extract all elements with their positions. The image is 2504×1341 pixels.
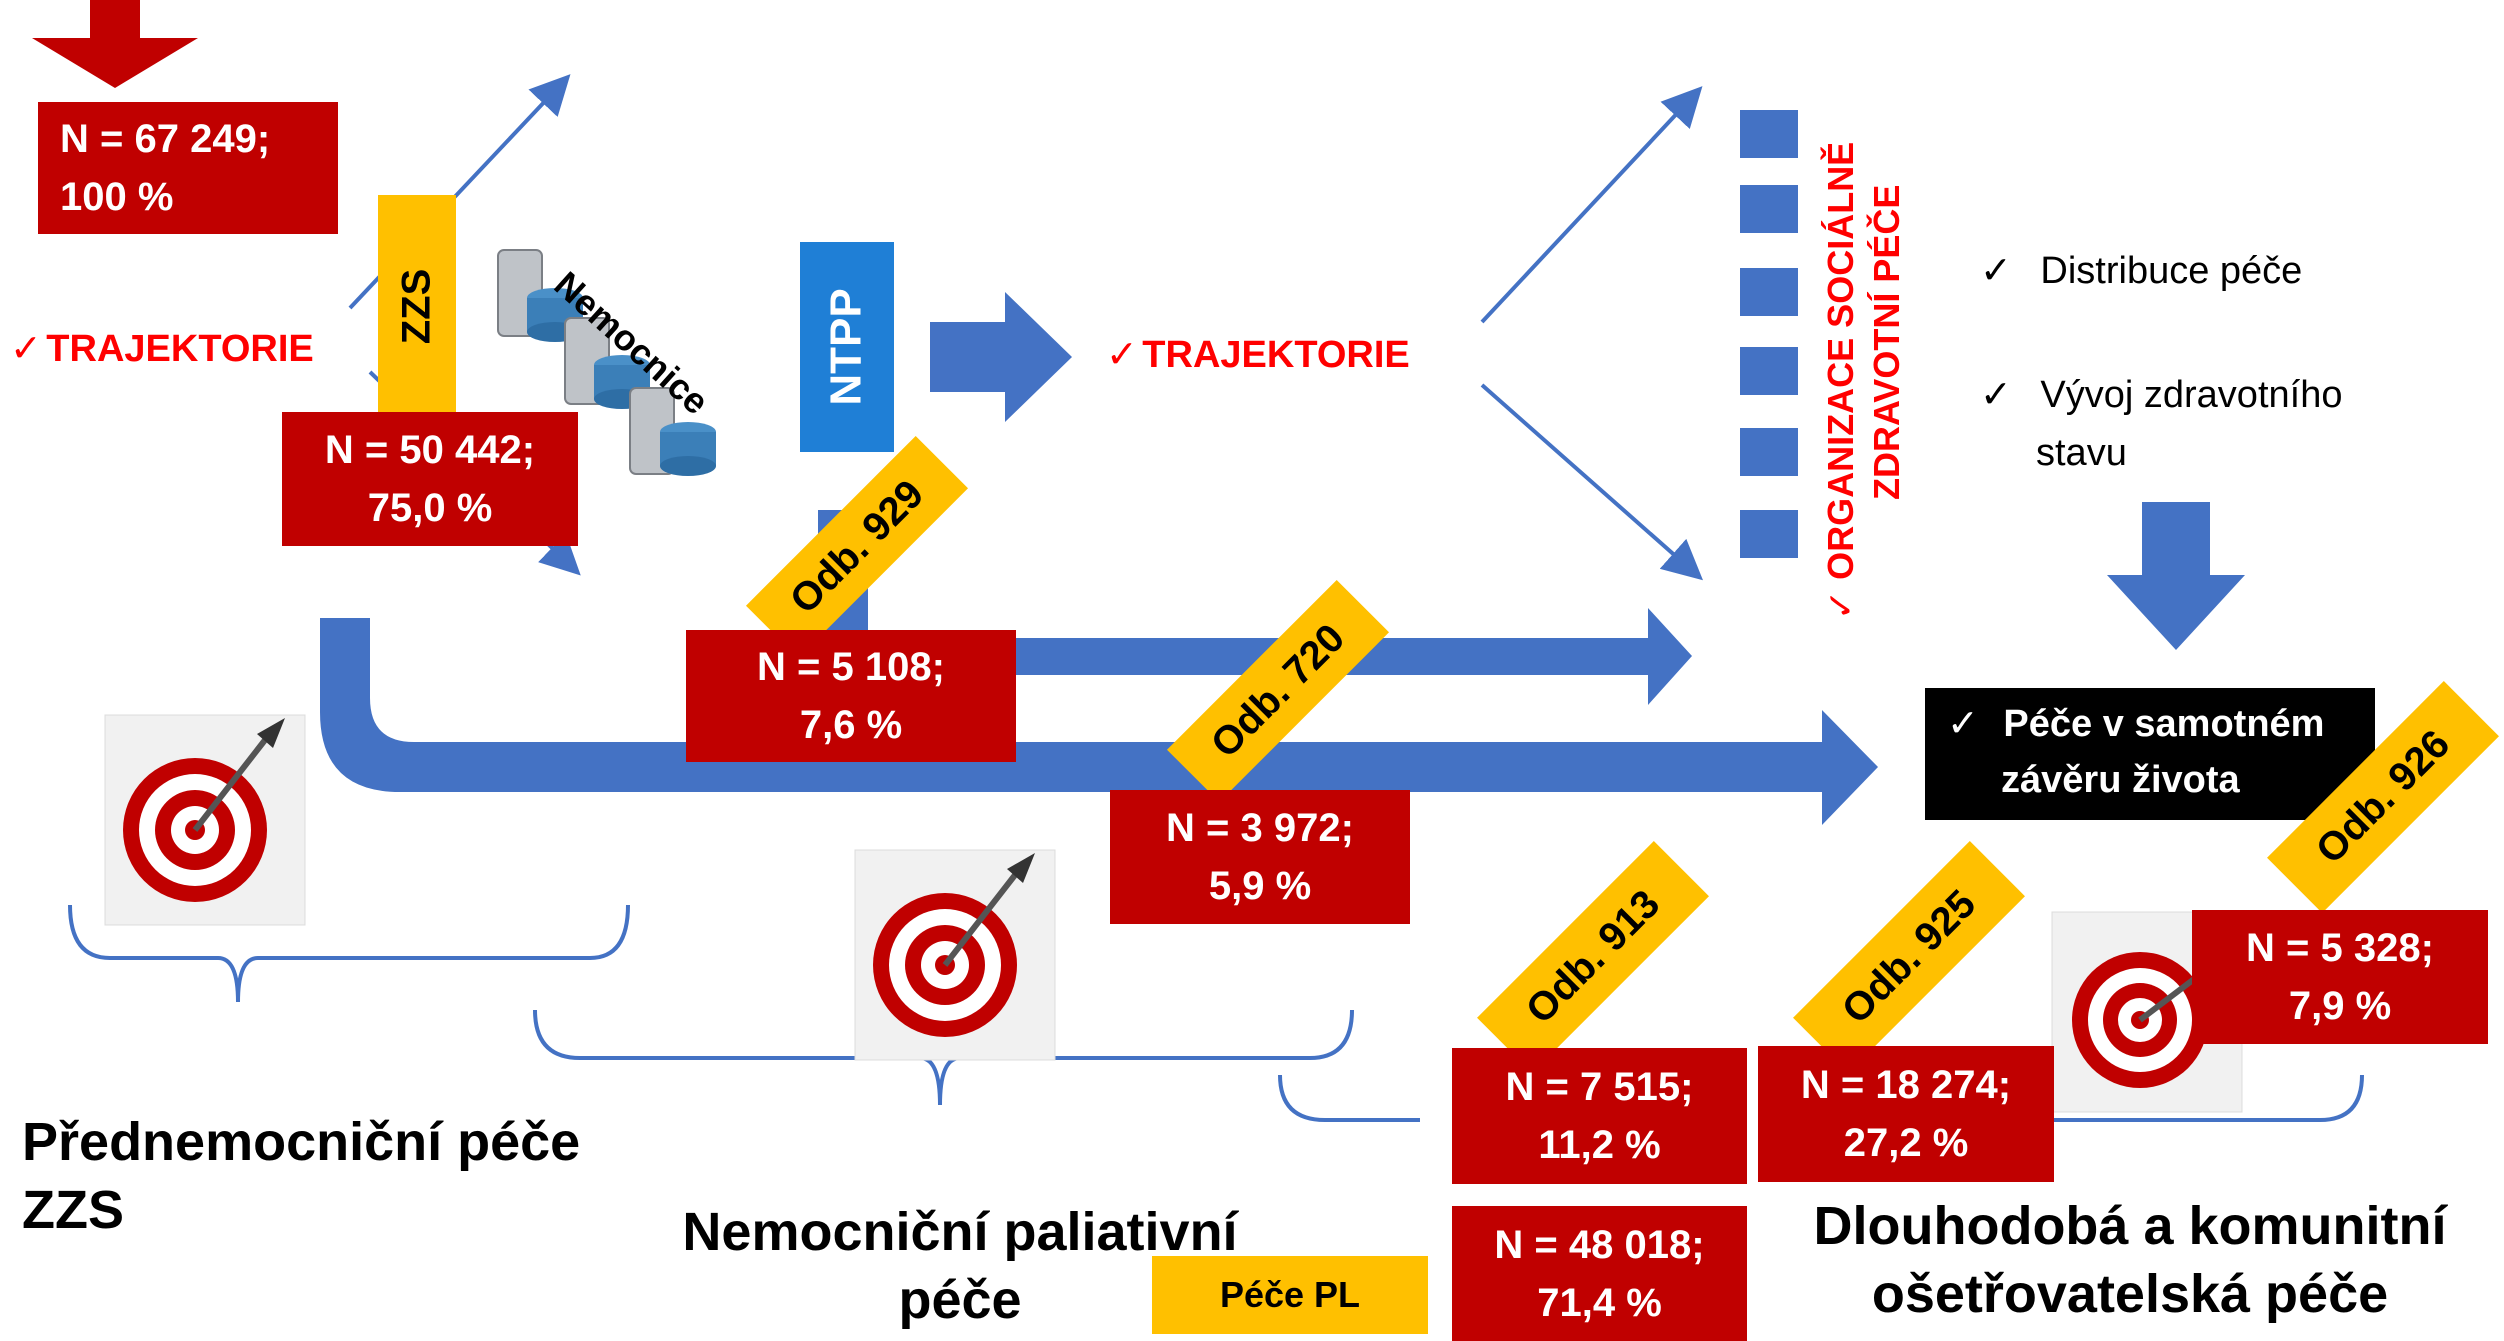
section-hospital-line2: péče (898, 1270, 1022, 1330)
target-icon (104, 714, 306, 926)
check-health-text-line2: stavu (2036, 432, 2127, 474)
organizations-label: ✓ ORGANIZACE SOCIÁLNĚ ZDRAVOTNÍ PÉČE (1818, 100, 1938, 620)
target-icon (854, 849, 1056, 1061)
department-720-count-box: N = 3 972; 5,9 % (1110, 790, 1410, 924)
odb929-flow-arrow-icon (818, 510, 1692, 705)
total-count-box: N = 67 249; 100 % (38, 102, 338, 234)
down-arrow-icon (2107, 502, 2245, 650)
department-926-line2: 7,9 % (2288, 984, 2392, 1028)
end-of-life-line2: závěru života (2001, 759, 2240, 801)
section-prehospital-line1: Přednemocniční péče (22, 1112, 581, 1172)
check-icon: ✓ (10, 328, 42, 370)
check-icon: ✓ (1106, 334, 1138, 376)
zzs-count-line1: N = 50 442; (324, 428, 536, 472)
department-925-line1: N = 18 274; (1800, 1063, 2012, 1107)
palliative-care-pl-tag: Péče PL (1152, 1256, 1428, 1334)
zzs-count-line2: 75,0 % (367, 486, 493, 530)
trajectory-label-left: ✓ TRAJEKTORIE (10, 326, 314, 371)
department-720-line2: 5,9 % (1208, 864, 1312, 908)
section-longterm-line2: ošetřovatelská péče (1871, 1264, 2389, 1324)
palliative-care-pl-count-box: N = 48 018; 71,4 % (1452, 1206, 1747, 1341)
trajectory-text-mid: TRAJEKTORIE (1142, 334, 1410, 376)
check-icon: ✓ (1820, 589, 1861, 620)
department-929-count-box: N = 5 108; 7,6 % (686, 630, 1016, 762)
start-arrow-icon (32, 0, 198, 88)
palliative-care-pl-label: Péče PL (1219, 1274, 1361, 1315)
section-prehospital-line2: ZZS (22, 1180, 124, 1240)
department-929-line2: 7,6 % (799, 703, 903, 747)
department-913-line1: N = 7 515; (1505, 1065, 1694, 1109)
server-icon (497, 249, 716, 476)
check-health-text-line1: Vývoj zdravotního (2040, 374, 2343, 416)
total-count-line2: 100 % (60, 175, 174, 219)
department-929-line1: N = 5 108; (757, 645, 945, 689)
section-label-longterm: Dlouhodobá a komunitní ošetřovatelská pé… (1780, 1192, 2480, 1328)
department-913-count-box: N = 7 515; 11,2 % (1452, 1048, 1747, 1184)
trajectory-text-left: TRAJEKTORIE (46, 328, 314, 370)
section-label-prehospital: Přednemocniční péče ZZS (22, 1108, 580, 1244)
organizations-line2: ZDRAVOTNÍ PÉČE (1866, 184, 1907, 500)
palliative-care-pl-line1: N = 48 018; (1494, 1222, 1705, 1267)
check-icon: ✓ (1947, 703, 1979, 745)
check-health-development: ✓ Vývoj zdravotního stavu (1980, 366, 2342, 482)
zzs-tag-label: ZZS (394, 268, 439, 344)
organization-squares (1740, 110, 1798, 558)
total-count-line1: N = 67 249; (60, 117, 271, 161)
department-925-count-box: N = 18 274; 27,2 % (1758, 1046, 2054, 1182)
branch-line-down-right (1480, 383, 1703, 581)
organizations-line1: ORGANIZACE SOCIÁLNĚ (1820, 141, 1861, 580)
department-720-line1: N = 3 972; (1166, 806, 1354, 850)
end-of-life-line1: Péče v samotném (2003, 703, 2325, 745)
brace-prehospital (68, 904, 630, 1003)
ntpp-label: NTPP (822, 288, 872, 406)
check-distribution: ✓ Distribuce péče (1980, 248, 2302, 293)
check-distribution-text: Distribuce péče (2040, 250, 2303, 292)
check-icon: ✓ (1980, 374, 2012, 416)
section-longterm-line1: Dlouhodobá a komunitní (1813, 1196, 2447, 1256)
trajectory-label-mid: ✓ TRAJEKTORIE (1106, 332, 1410, 377)
department-926-count-box: N = 5 328; 7,9 % (2192, 910, 2488, 1044)
branch-line-up-right (1480, 86, 1703, 324)
department-926-line1: N = 5 328; (2246, 926, 2434, 970)
ntpp-flow-arrow-icon (930, 292, 1072, 422)
check-icon: ✓ (1980, 250, 2012, 292)
section-hospital-line1: Nemocniční paliativní (682, 1202, 1238, 1262)
brace-hospital (533, 1009, 1354, 1106)
main-flow-arrow-icon (320, 618, 1878, 825)
palliative-care-pl-line2: 71,4 % (1537, 1280, 1662, 1325)
zzs-count-box: N = 50 442; 75,0 % (282, 412, 578, 546)
department-913-line2: 11,2 % (1538, 1123, 1661, 1167)
zzs-tag: ZZS (378, 195, 456, 417)
section-label-hospital: Nemocniční paliativní péče (660, 1198, 1260, 1334)
department-925-line2: 27,2 % (1843, 1121, 1969, 1165)
ntpp-box: NTPP (800, 242, 894, 452)
end-of-life-box: ✓ Péče v samotném závěru života (1925, 688, 2375, 820)
brace-longterm (1278, 1074, 2364, 1122)
